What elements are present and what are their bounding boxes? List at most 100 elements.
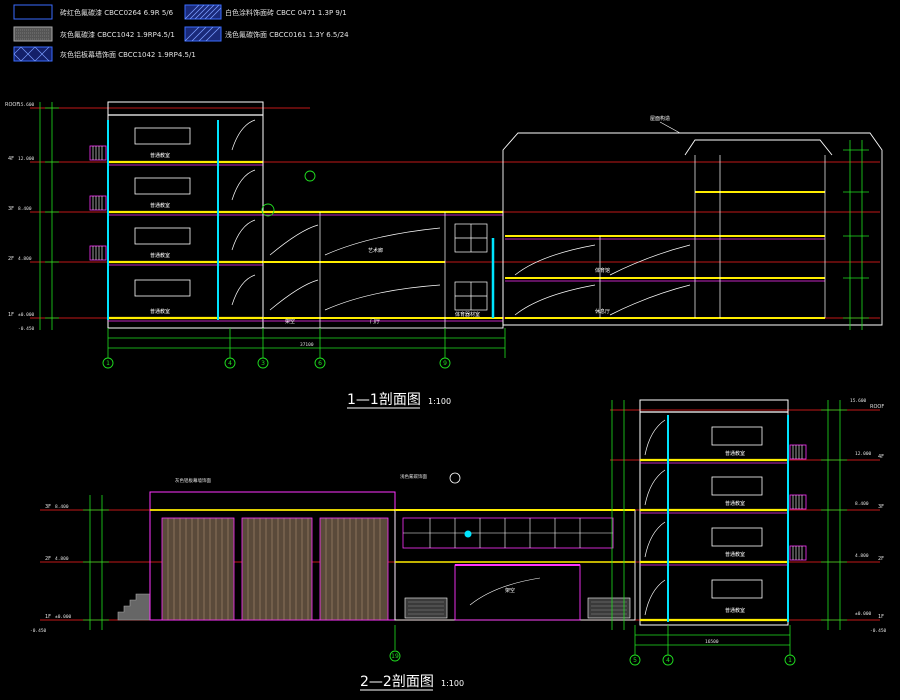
school-emblem	[464, 530, 472, 538]
grid-axis-label: 19	[391, 653, 399, 660]
section-title: 1—1剖面图	[347, 392, 421, 408]
legend-swatch-light	[184, 26, 222, 42]
gym-facade: 灰色铝板幕墙饰面	[149, 477, 396, 621]
right-dimension-chain	[843, 140, 869, 330]
classroom-block: 普通教室 普通教室 普通教室 普通教室	[89, 101, 264, 329]
stair-curves	[644, 419, 666, 616]
blackboards	[134, 127, 191, 297]
legend: 砖红色氟碳漆 CBCC0264 6.9R 5/6 白色涂料饰面砖 CBCC 04…	[13, 4, 349, 62]
wall-sections	[667, 415, 789, 622]
room-label: 体育器材室	[455, 311, 480, 318]
slab-finish	[108, 164, 263, 322]
legend-swatch-grey	[13, 26, 53, 42]
balcony-railings	[89, 145, 107, 261]
room-label: 普通教室	[150, 202, 170, 209]
legend-hatch	[13, 46, 50, 62]
floor-tag: 3F	[878, 504, 884, 510]
grid-axis-label: 4	[666, 657, 670, 664]
legend-hatch	[184, 4, 222, 20]
legend-label: 白色涂料饰面砖 CBCC 0471 1.3P 9/1	[225, 8, 347, 17]
louver-lines	[167, 518, 381, 620]
floor-tags: ROOF 4F 3F 2F 1F	[5, 102, 19, 318]
annotation: 浅色氟碳饰面	[400, 473, 427, 480]
annotation: 灰色铝板幕墙饰面	[175, 477, 211, 484]
grid-axis-label: 5	[633, 657, 637, 664]
legend-label: 灰色氟碳漆 CBCC1042 1.9RP4.5/1	[60, 30, 175, 39]
level-value: 8.400	[55, 504, 69, 510]
level-value: -0.450	[18, 326, 35, 332]
grid-axis-label: 1	[106, 360, 110, 367]
room-label: 普通教室	[150, 308, 170, 315]
detail-callout	[261, 203, 275, 217]
room-label: 体育馆	[595, 267, 610, 274]
lobby-block: 架空 浅色氟碳饰面	[394, 472, 636, 621]
room-label: 架空	[285, 318, 295, 325]
level-value: 15.600	[18, 102, 35, 108]
floor-tag: 1F	[45, 614, 51, 620]
level-value: 4.800	[55, 556, 69, 562]
right-dimension-chain	[611, 400, 847, 630]
floor-tag: 2F	[878, 556, 884, 562]
floor-tag: ROOF	[870, 404, 884, 410]
level-value: 4.800	[855, 553, 869, 559]
section-scale: 1:100	[428, 397, 451, 406]
louver-panels	[161, 517, 389, 621]
total-dimension: 37100	[300, 342, 314, 348]
left-dimension-chain	[83, 495, 109, 630]
floor-tag: 2F	[45, 556, 51, 562]
level-value: 12.000	[18, 156, 35, 162]
room-label: 门厅	[370, 318, 380, 325]
ground-windows	[404, 597, 631, 619]
room-label: 普通教室	[725, 551, 745, 558]
room-label: 休息厅	[595, 308, 610, 315]
legend-label: 砖红色氟碳漆 CBCC0264 6.9R 5/6	[60, 8, 174, 17]
section-marker	[449, 472, 461, 484]
room-label: 普通教室	[725, 607, 745, 614]
bottom-dimension	[107, 328, 506, 358]
level-value: 12.000	[855, 451, 872, 457]
floor-tag: 3F	[45, 504, 51, 510]
grid-axis-bubbles	[102, 357, 451, 369]
room-label: 架空	[505, 587, 515, 594]
level-value: ±0.000	[55, 614, 72, 620]
room-label: 普通教室	[150, 152, 170, 159]
railing-bars	[92, 146, 103, 260]
section-scale: 1:100	[441, 679, 464, 688]
link-block: 艺术廊 架空 门厅 体育器材室	[261, 170, 504, 329]
floor-tag: 1F	[878, 614, 884, 620]
level-value: ±0.000	[18, 312, 35, 318]
detail-callout	[304, 170, 316, 182]
room-labels: 普通教室 普通教室 普通教室 普通教室	[150, 152, 170, 315]
room-label: 普通教室	[725, 500, 745, 507]
level-value: 8.400	[855, 501, 869, 507]
room-label: 艺术廊	[368, 247, 383, 254]
gym-block: 体育馆 休息厅 屋面构造	[502, 115, 883, 326]
level-value: 8.400	[18, 206, 32, 212]
section-1-1: ROOF 4F 3F 2F 1F 15.600 12.000 8.400 4.8…	[5, 101, 883, 409]
entrance-steps	[117, 593, 151, 621]
room-label: 普通教室	[150, 252, 170, 259]
floor-slabs	[108, 160, 263, 320]
floor-tag: 2F	[8, 256, 14, 262]
legend-swatch-white-tile	[184, 4, 222, 20]
bottom-dimension	[394, 625, 791, 655]
section-title: 2—2剖面图	[360, 674, 434, 690]
grid-axis-label: 3	[261, 360, 265, 367]
legend-hatch	[16, 29, 50, 40]
floor-tag: 3F	[8, 206, 14, 212]
level-value: 15.600	[850, 398, 867, 404]
annotation: 屋面构造	[650, 115, 670, 122]
legend-label: 灰色铝板幕墙饰面 CBCC1042 1.9RP4.5/1	[60, 50, 196, 59]
grid-axis-label: 1	[788, 657, 792, 664]
level-value: 4.800	[18, 256, 32, 262]
floor-tag: ROOF	[5, 102, 19, 108]
balcony-railings	[789, 444, 807, 561]
total-dimension: 16500	[705, 639, 719, 645]
gym-slabs	[505, 191, 825, 319]
blackboards	[711, 426, 763, 599]
left-dimension-chain	[39, 102, 59, 330]
floor-tag: 4F	[878, 454, 884, 460]
window-mullions	[403, 518, 613, 548]
classroom-block: 普通教室 普通教室 普通教室 普通教室	[639, 399, 807, 626]
